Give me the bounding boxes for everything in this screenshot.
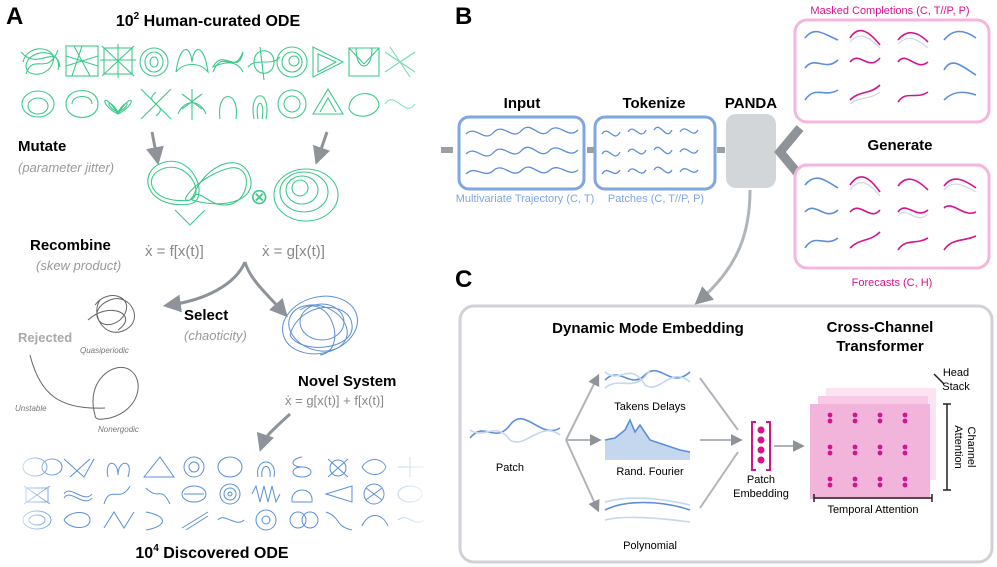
input-label: Input [504, 95, 541, 112]
takens-delays-plot [604, 369, 691, 389]
recombine-label: Recombine [30, 237, 111, 254]
head-stack-label-1: Head [943, 367, 969, 379]
masked-completions-box [793, 18, 991, 124]
head-stack-label-2: Stack [942, 381, 970, 393]
panel-b-label: B [455, 3, 472, 30]
patch-embedding-label-2: Embedding [733, 488, 789, 500]
human-curated-attractors [20, 44, 416, 120]
transformer-stack [810, 388, 936, 499]
forecasts-caption: Forecasts (C, H) [852, 277, 933, 289]
panda-connector [717, 147, 725, 153]
masked-caption: Masked Completions (C, T//P, P) [810, 5, 969, 17]
equation-novel: ẋ = g[x(t)] + f[x(t)] [285, 393, 384, 408]
generate-label: Generate [867, 137, 932, 154]
input-box [457, 115, 586, 191]
mutate-arrow-right [313, 131, 331, 165]
mutate-subtitle: (parameter jitter) [18, 160, 114, 175]
equation-f: ẋ = f[x(t)] [145, 243, 204, 260]
forecasts-box [793, 163, 991, 270]
unstable-label: Unstable [15, 404, 47, 413]
rejected-trajectories [29, 295, 139, 420]
quasiperiodic-label: Quasiperiodic [80, 346, 129, 355]
recombine-subtitle: (skew product) [36, 258, 121, 273]
fourier-plot [604, 418, 691, 460]
patch-label: Patch [496, 462, 524, 474]
patches-caption: Patches (C, T//P, P) [608, 193, 704, 205]
mutate-label: Mutate [18, 138, 66, 155]
select-arrow [243, 261, 288, 318]
otimes-symbol: ⊗ [250, 184, 268, 209]
cct-title-2: Transformer [836, 338, 924, 355]
channel-attention-label: ChannelAttention [952, 425, 977, 468]
rejected-label: Rejected [18, 330, 72, 345]
reject-arrow [162, 261, 247, 313]
butterfly-attractor [147, 160, 252, 226]
novel-attractor [282, 295, 358, 356]
tokenize-label: Tokenize [622, 95, 685, 112]
top-title: 102 Human-curated ODE [116, 11, 301, 30]
discover-arrow [256, 412, 292, 452]
patch-plot [469, 417, 561, 443]
equation-g: ẋ = g[x(t)] [262, 243, 325, 260]
trajectory-caption: Multivariate Trajectory (C, T) [456, 193, 595, 205]
spiral-attractor [273, 168, 339, 222]
channel-attention-bracket [943, 403, 951, 491]
discovered-fade [10, 450, 430, 540]
dme-title: Dynamic Mode Embedding [552, 320, 744, 337]
panda-to-c-arrow [694, 189, 752, 305]
bottom-title: 104 Discovered ODE [135, 543, 289, 562]
cct-title-1: Cross-Channel [827, 319, 934, 336]
tokenize-connector [587, 147, 595, 153]
panda-label: PANDA [725, 95, 777, 112]
temporal-attention-label: Temporal Attention [827, 504, 918, 516]
patch-embedding-label-1: Patch [747, 474, 775, 486]
generate-chevron [774, 125, 804, 179]
takens-label: Takens Delays [614, 401, 686, 413]
fourier-label: Rand. Fourier [616, 466, 684, 478]
polynomial-plot [604, 497, 691, 523]
nonergodic-label: Nonergodic [98, 425, 139, 434]
novel-system-label: Novel System [298, 373, 396, 390]
panel-c-label: C [455, 266, 472, 293]
mutate-arrow-left [146, 131, 164, 166]
select-subtitle: (chaoticity) [184, 328, 247, 343]
patch-embedding-vector [751, 421, 771, 471]
branch-arrows [565, 373, 743, 513]
head-stack-bracket [933, 373, 945, 385]
input-connector [441, 147, 453, 153]
temporal-attention-bracket [813, 494, 933, 502]
tokenize-box [593, 115, 717, 191]
panda-model [726, 114, 776, 188]
panel-a-label: A [6, 3, 23, 30]
polynomial-label: Polynomial [623, 540, 677, 552]
select-label: Select [184, 307, 228, 324]
